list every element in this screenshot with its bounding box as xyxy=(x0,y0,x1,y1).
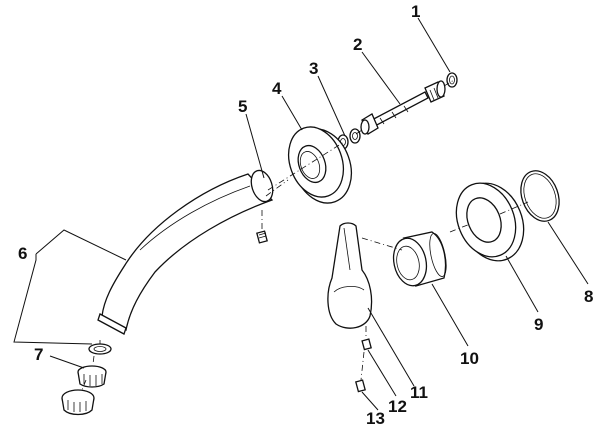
callout-5: 5 xyxy=(238,97,247,116)
callout-12: 12 xyxy=(388,397,407,416)
part-2-cartridge xyxy=(360,80,446,135)
callout-13: 13 xyxy=(366,409,385,428)
callout-11: 11 xyxy=(410,383,428,402)
callout-1: 1 xyxy=(411,2,420,21)
callout-labels: 1 2 3 4 5 6 7 8 9 10 11 12 13 xyxy=(18,2,593,428)
part-11-lever-handle xyxy=(327,222,373,329)
part-10-sleeve xyxy=(392,231,447,287)
part-13-screw xyxy=(355,379,366,393)
callout-3: 3 xyxy=(309,59,318,78)
callout-9: 9 xyxy=(534,315,543,334)
part-6-spout xyxy=(97,169,274,335)
axis-lines xyxy=(81,79,529,391)
part-8-oring xyxy=(520,170,560,222)
callout-7: 7 xyxy=(34,345,43,364)
part-5-setscrew xyxy=(256,230,268,244)
callout-4: 4 xyxy=(272,79,282,98)
callout-6: 6 xyxy=(18,244,27,263)
callout-8: 8 xyxy=(584,287,593,306)
part-1-oring xyxy=(446,72,458,88)
part-9-escutcheon xyxy=(455,182,525,262)
callout-10: 10 xyxy=(460,349,479,368)
part-7-aerator xyxy=(61,343,112,416)
part-4-rosette xyxy=(287,126,352,204)
leader-lines xyxy=(13,17,589,411)
callout-2: 2 xyxy=(353,35,362,54)
part-12-screw xyxy=(361,338,372,351)
